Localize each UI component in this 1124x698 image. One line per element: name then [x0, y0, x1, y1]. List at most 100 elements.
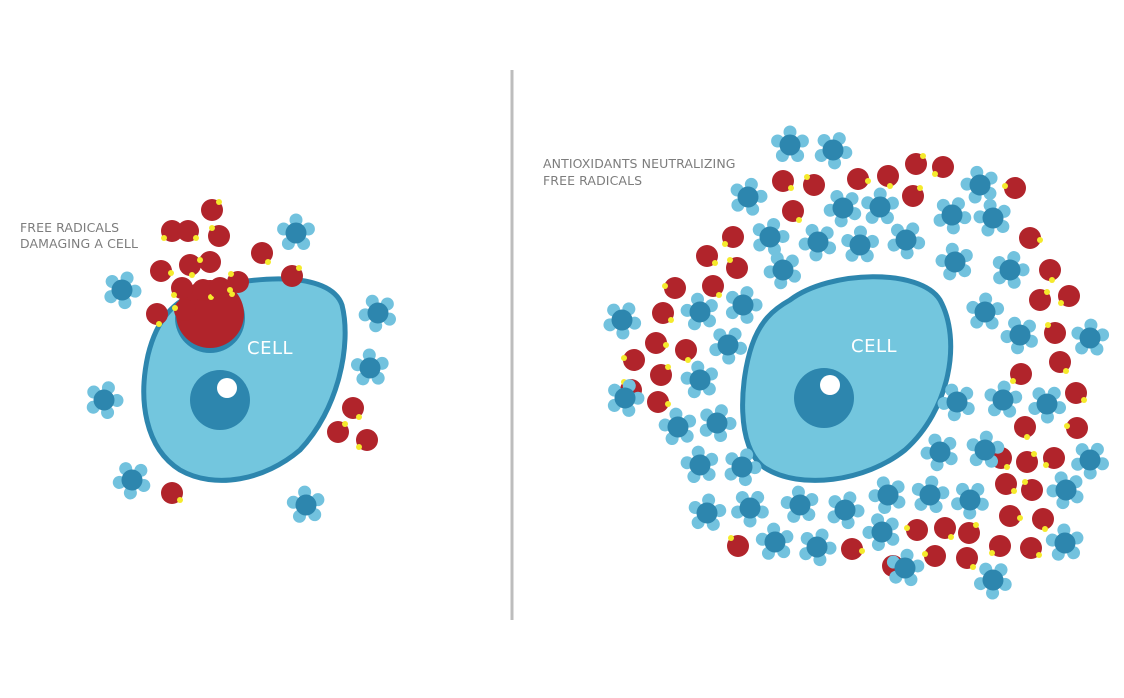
free-radical — [1014, 416, 1036, 440]
free-radical — [999, 505, 1023, 527]
antioxidant — [778, 483, 821, 525]
left-caption-line2: DAMAGING A CELL — [20, 236, 138, 251]
free-radical — [1019, 227, 1043, 249]
antioxidant — [699, 403, 738, 443]
right-caption-line1: ANTIOXIDANTS NEUTRALIZING — [543, 156, 736, 171]
free-radical — [1020, 537, 1042, 559]
right-cell-label: CELL — [851, 336, 897, 357]
free-radical — [209, 277, 233, 299]
antioxidant — [600, 297, 646, 344]
free-radical — [197, 251, 221, 273]
free-radical — [847, 168, 871, 190]
free-radical — [1010, 363, 1032, 385]
free-radical — [956, 547, 978, 570]
free-radical — [150, 260, 174, 282]
free-radical — [146, 303, 168, 327]
antioxidant — [347, 343, 395, 392]
antioxidant — [757, 242, 811, 296]
free-radical — [932, 156, 954, 178]
left-cell-label: CELL — [247, 338, 293, 359]
antioxidant — [982, 378, 1024, 419]
free-radical — [201, 199, 223, 221]
free-radical — [171, 277, 193, 299]
free-radical — [650, 364, 672, 386]
left-nucleus-highlight — [217, 378, 237, 398]
antioxidant — [703, 321, 751, 370]
free-radical — [356, 429, 378, 451]
free-radical — [782, 200, 804, 223]
antioxidant — [108, 455, 158, 506]
antioxidant — [771, 125, 809, 162]
free-radical — [1029, 289, 1051, 311]
free-radical — [995, 473, 1017, 495]
free-radical — [1039, 259, 1061, 283]
antioxidant — [986, 245, 1034, 292]
free-radical-cluster — [176, 280, 244, 348]
free-radical — [1002, 177, 1026, 199]
left-cell-nucleus — [190, 370, 250, 430]
free-radical — [722, 226, 744, 248]
antioxidant — [719, 282, 768, 330]
antioxidant — [862, 468, 916, 521]
free-radical — [1049, 351, 1071, 374]
free-radical — [905, 153, 927, 175]
free-radical — [727, 535, 749, 557]
free-radical — [179, 254, 201, 278]
free-radical — [1058, 285, 1080, 307]
free-radical — [1043, 447, 1065, 469]
free-radical — [1065, 382, 1087, 404]
free-radical — [675, 339, 697, 363]
antioxidant — [681, 487, 731, 538]
free-radical — [904, 519, 928, 541]
free-radical — [702, 275, 724, 298]
right-caption-line2: FREE RADICALS — [543, 173, 642, 188]
free-radical — [803, 174, 825, 196]
free-radical — [647, 391, 671, 413]
antioxidant — [795, 220, 838, 264]
free-radical — [227, 271, 249, 293]
antioxidant — [598, 371, 650, 424]
antioxidant — [678, 358, 720, 402]
free-radical — [877, 165, 899, 189]
free-radical — [645, 332, 669, 354]
antioxidant — [821, 484, 870, 533]
free-radical — [621, 349, 645, 371]
free-radical — [251, 242, 273, 265]
free-radical — [327, 421, 349, 443]
antioxidant — [858, 510, 905, 556]
antioxidant — [932, 238, 978, 283]
free-radical — [177, 220, 199, 242]
free-radical — [1032, 508, 1054, 532]
antioxidant — [947, 476, 995, 525]
free-radical — [161, 220, 183, 242]
antioxidant — [1062, 312, 1116, 366]
antioxidant — [915, 427, 967, 479]
free-radical — [958, 522, 980, 544]
free-radical — [841, 538, 865, 560]
antioxidant — [723, 481, 776, 533]
antioxidant — [963, 288, 1009, 335]
antioxidant — [277, 213, 315, 250]
antioxidant — [1070, 442, 1110, 480]
free-radical — [208, 225, 230, 247]
antioxidant — [280, 479, 334, 533]
left-panel: FREE RADICALS DAMAGING A CELL CELL — [20, 199, 406, 533]
antioxidant — [749, 516, 803, 570]
free-radical — [922, 545, 946, 567]
free-radical — [772, 170, 794, 192]
free-radical — [989, 535, 1011, 557]
right-nucleus-highlight — [820, 375, 840, 395]
free-radical — [1044, 322, 1066, 344]
free-radical — [902, 185, 924, 207]
free-radical — [172, 299, 196, 321]
free-radical — [934, 517, 956, 540]
antioxidant — [909, 473, 953, 517]
free-radical — [726, 257, 748, 279]
antioxidant — [931, 196, 973, 237]
free-radical — [342, 397, 364, 420]
free-radical — [1021, 479, 1043, 501]
free-radical — [652, 302, 674, 324]
free-radical — [662, 277, 686, 299]
antioxidant — [1045, 469, 1085, 511]
